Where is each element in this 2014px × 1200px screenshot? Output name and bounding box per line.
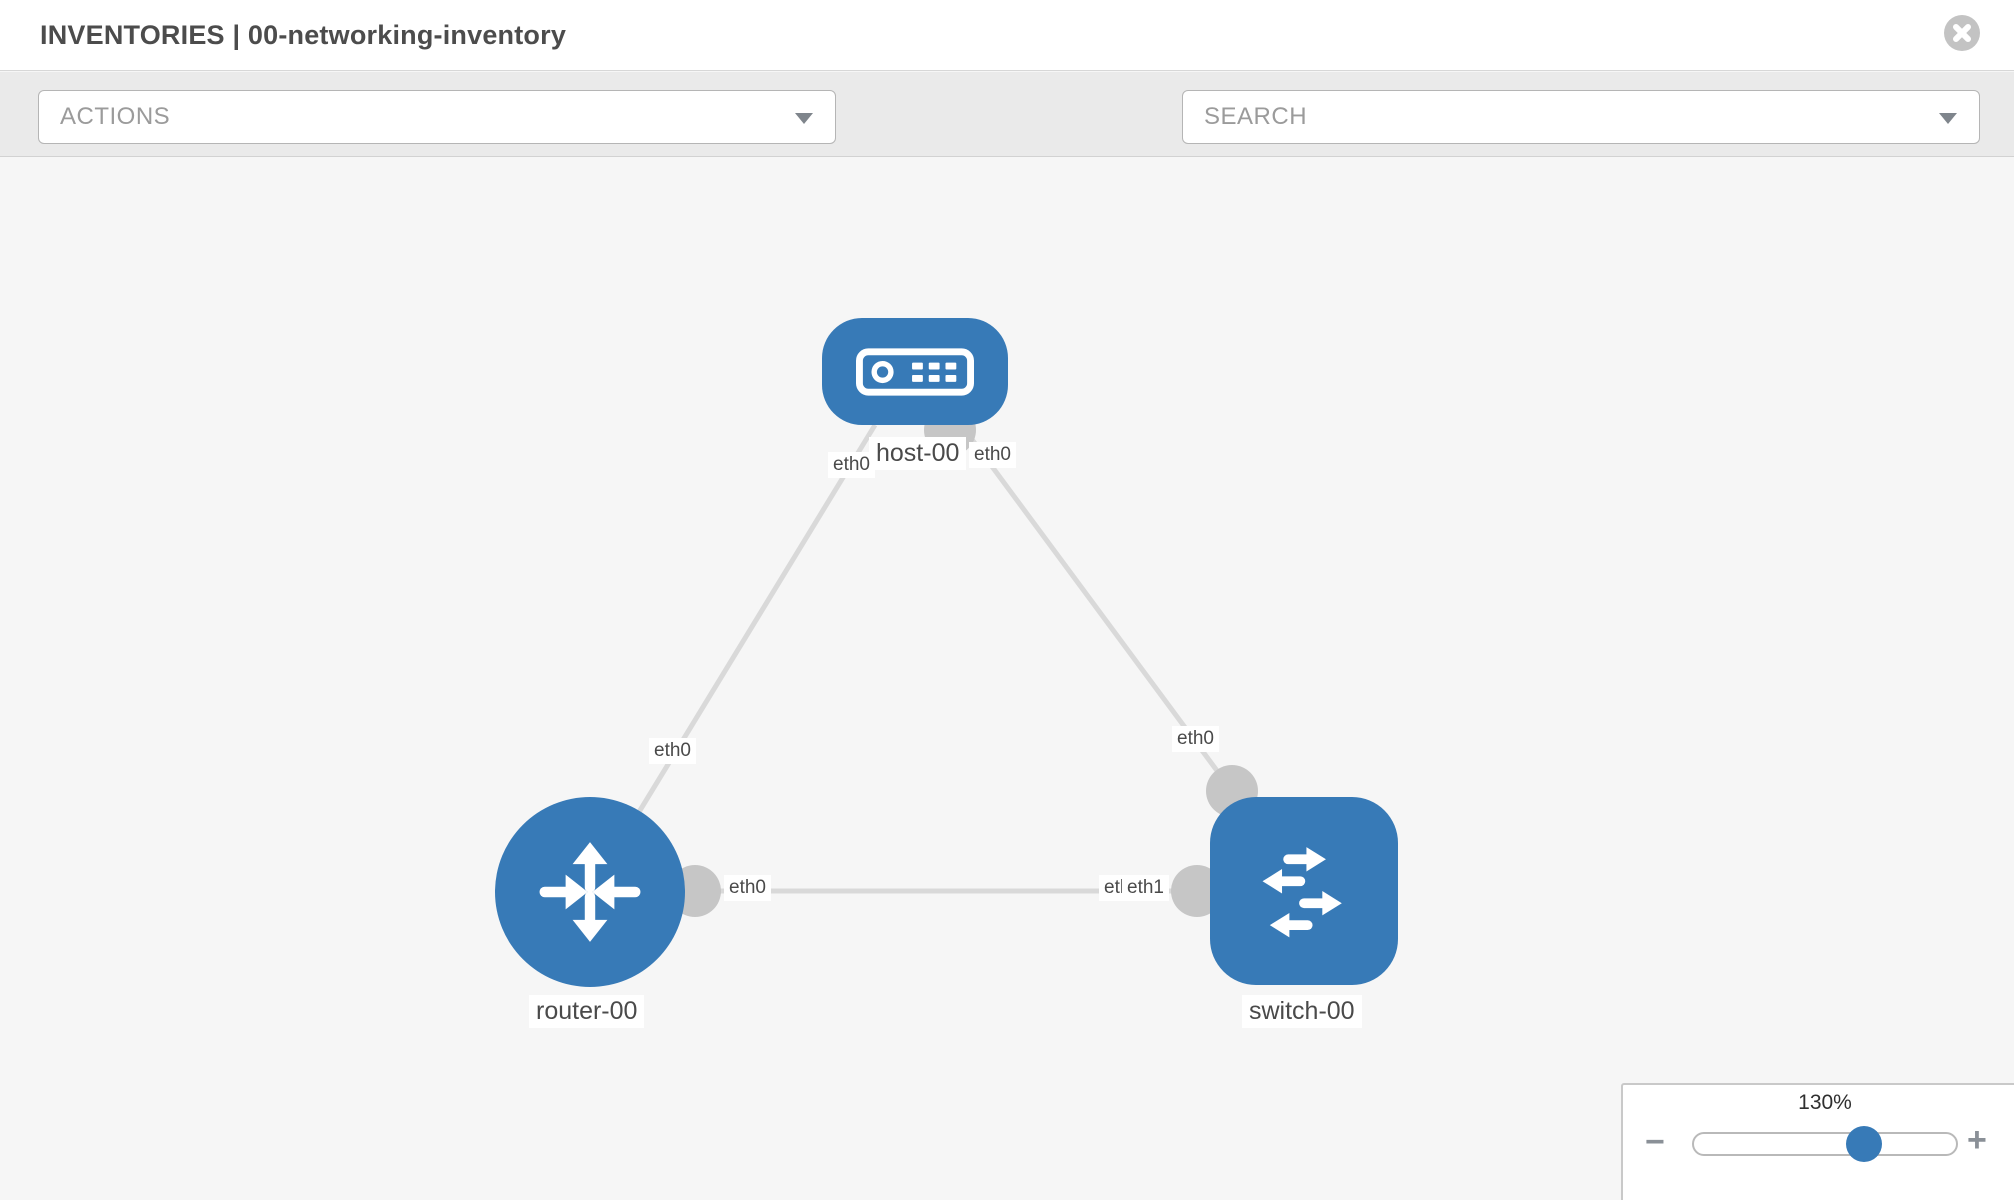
- actions-dropdown-label: ACTIONS: [60, 103, 171, 130]
- port-label-eth0: eth0: [724, 875, 771, 901]
- toolbar: ACTIONS SEARCH: [0, 72, 2014, 201]
- close-button[interactable]: [1944, 15, 1980, 51]
- actions-dropdown[interactable]: ACTIONS: [38, 90, 836, 144]
- links-layer: [622, 404, 1258, 917]
- chevron-down-icon: [795, 113, 813, 124]
- node-label-router: router-00: [529, 995, 645, 1028]
- header: INVENTORIES | 00-networking-inventory: [0, 0, 2014, 71]
- topology-canvas[interactable]: host-00 router-00 switch-00 eth0 eth0 et…: [0, 158, 2014, 1200]
- node-router-00[interactable]: [495, 797, 685, 987]
- host-icon: [856, 347, 974, 396]
- close-icon: [1953, 24, 1971, 42]
- zoom-out-button[interactable]: −: [1645, 1123, 1665, 1161]
- port-label-eth0: eth0: [828, 452, 875, 478]
- zoom-panel: 130% − +: [1621, 1083, 2014, 1200]
- zoom-in-button[interactable]: +: [1967, 1121, 1987, 1159]
- node-label-host: host-00: [869, 437, 967, 470]
- switch-icon: [1262, 847, 1342, 938]
- chevron-down-icon: [1939, 113, 1957, 124]
- zoom-slider-thumb[interactable]: [1846, 1126, 1883, 1162]
- search-dropdown-label: SEARCH: [1204, 103, 1308, 130]
- router-icon: [539, 842, 641, 942]
- port-label-eth1: eth1: [1122, 875, 1169, 901]
- page-title: INVENTORIES | 00-networking-inventory: [40, 20, 567, 50]
- node-switch-00[interactable]: [1210, 797, 1398, 985]
- port-label-eth0: eth0: [969, 442, 1016, 468]
- zoom-slider-track[interactable]: [1692, 1126, 1958, 1162]
- node-label-switch: switch-00: [1242, 995, 1362, 1028]
- zoom-level: 130%: [1798, 1091, 1852, 1114]
- port-label-eth0: eth0: [649, 738, 696, 764]
- search-dropdown[interactable]: SEARCH: [1182, 90, 1980, 144]
- port-label-stack: eth0 eth1: [1099, 875, 1183, 902]
- port-label-eth0: eth0: [1172, 726, 1219, 752]
- link-host-router[interactable]: [622, 423, 878, 837]
- node-host-00[interactable]: [822, 318, 1008, 425]
